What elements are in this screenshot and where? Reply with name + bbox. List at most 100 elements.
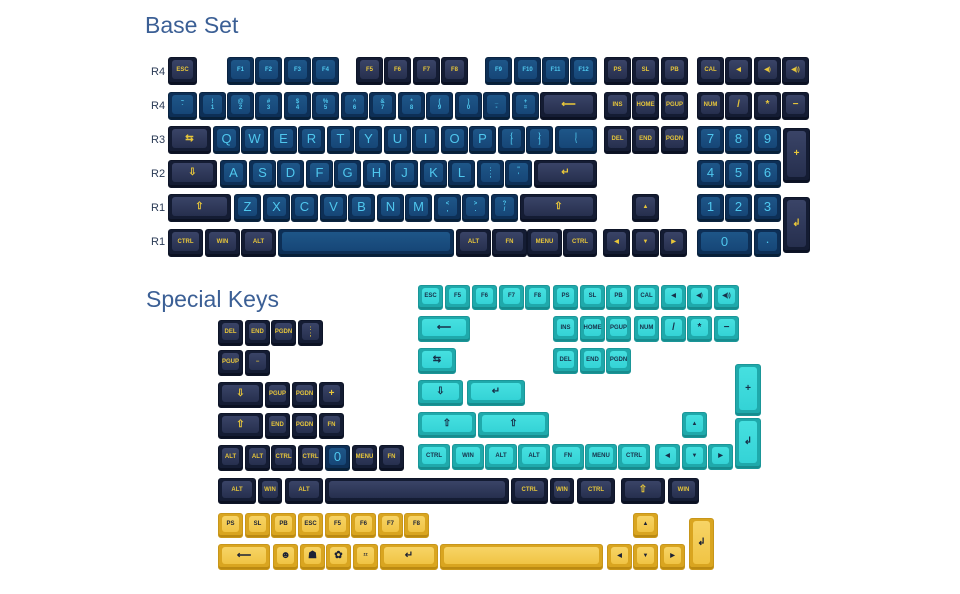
- key-vol-mute[interactable]: ◀: [725, 57, 752, 85]
- key-4[interactable]: $ 4: [284, 92, 311, 120]
- key-sp-minus[interactable]: −: [245, 350, 270, 376]
- key-pb[interactable]: PB: [661, 57, 688, 85]
- key-rshift[interactable]: ⇧: [520, 194, 597, 222]
- key-f9[interactable]: F9: [485, 57, 512, 85]
- key-ins[interactable]: INS: [604, 92, 631, 120]
- key-t-ps[interactable]: PS: [553, 285, 578, 310]
- key-t-vol-down[interactable]: ◀): [687, 285, 712, 310]
- key-t-ctrl2[interactable]: CTRL: [618, 444, 650, 470]
- key-sp-caps[interactable]: ⇩: [218, 382, 263, 408]
- key-sp-alt4[interactable]: ALT: [285, 478, 323, 504]
- key-t-del[interactable]: DEL: [553, 348, 578, 374]
- key-np1[interactable]: 1: [697, 194, 724, 222]
- key-sp-space[interactable]: [325, 478, 509, 504]
- key-t-tab[interactable]: ⇆: [418, 348, 456, 374]
- key-u[interactable]: U: [384, 126, 411, 154]
- key-sp-ctrl1[interactable]: CTRL: [271, 445, 296, 471]
- key-j[interactable]: J: [391, 160, 418, 188]
- key-y-f6[interactable]: F6: [351, 513, 376, 538]
- key-f11[interactable]: F11: [542, 57, 569, 85]
- key-pgup[interactable]: PGUP: [661, 92, 688, 120]
- key-sp-fn[interactable]: FN: [319, 413, 344, 439]
- key-sl[interactable]: SL: [632, 57, 659, 85]
- key-space[interactable]: [278, 229, 454, 257]
- key-sp-pgup2[interactable]: PGUP: [265, 382, 290, 408]
- key-sp-ctrl3[interactable]: CTRL: [511, 478, 548, 504]
- key-semicolon[interactable]: : ;: [477, 160, 504, 188]
- key-t-f5[interactable]: F5: [445, 285, 470, 310]
- key-y-np-enter[interactable]: ↲: [689, 518, 714, 570]
- key-9[interactable]: ( 9: [426, 92, 453, 120]
- key-x[interactable]: X: [263, 194, 290, 222]
- key-sp-win1[interactable]: WIN: [258, 478, 282, 504]
- key-d[interactable]: D: [277, 160, 304, 188]
- key-f3[interactable]: F3: [284, 57, 311, 85]
- key-minus[interactable]: _ -: [483, 92, 510, 120]
- key-f10[interactable]: F10: [514, 57, 541, 85]
- key-sp-ctrl2[interactable]: CTRL: [298, 445, 323, 471]
- key-equal[interactable]: + =: [512, 92, 539, 120]
- key-sp-pgdn2[interactable]: PGDN: [292, 382, 317, 408]
- key-t-caps[interactable]: ⇩: [418, 380, 463, 406]
- key-8[interactable]: * 8: [398, 92, 425, 120]
- key-sp-del[interactable]: DEL: [218, 320, 243, 346]
- key-sp-shift[interactable]: ⇧: [218, 413, 263, 439]
- key-y-right[interactable]: ▶: [660, 544, 685, 570]
- key-num[interactable]: NUM: [697, 92, 724, 120]
- key-sp-menu[interactable]: MENU: [352, 445, 377, 471]
- key-k[interactable]: K: [420, 160, 447, 188]
- key-t-sl[interactable]: SL: [580, 285, 605, 310]
- key-period[interactable]: > .: [462, 194, 489, 222]
- key-c[interactable]: C: [291, 194, 318, 222]
- key-y-backspace[interactable]: ⟵: [218, 544, 270, 570]
- key-y-space[interactable]: [440, 544, 603, 570]
- key-np-dot[interactable]: ·: [754, 229, 781, 257]
- key-y-down[interactable]: ▼: [633, 544, 658, 570]
- key-h[interactable]: H: [363, 160, 390, 188]
- key-np8[interactable]: 8: [725, 126, 752, 154]
- key-t-lshift[interactable]: ⇧: [418, 412, 476, 438]
- key-caps[interactable]: ⇩: [168, 160, 217, 188]
- key-sp-pgdn[interactable]: PGDN: [271, 320, 296, 346]
- key-f[interactable]: F: [306, 160, 333, 188]
- key-sp-alt1[interactable]: ALT: [218, 445, 243, 471]
- key-t-num[interactable]: NUM: [634, 316, 659, 342]
- key-t-backspace[interactable]: ⟵: [418, 316, 470, 342]
- key-t-alt2[interactable]: ALT: [518, 444, 550, 470]
- key-lbracket[interactable]: { [: [498, 126, 525, 154]
- key-f5[interactable]: F5: [356, 57, 383, 85]
- key-f8[interactable]: F8: [441, 57, 468, 85]
- key-0[interactable]: ) 0: [455, 92, 482, 120]
- key-y-icon2[interactable]: ☗: [300, 544, 325, 570]
- key-6[interactable]: ^ 6: [341, 92, 368, 120]
- key-t-f8[interactable]: F8: [525, 285, 550, 310]
- key-home[interactable]: HOME: [632, 92, 659, 120]
- key-t-enter[interactable]: ↵: [467, 380, 525, 406]
- key-s[interactable]: S: [249, 160, 276, 188]
- key-np0[interactable]: 0: [697, 229, 752, 257]
- key-y-icon3[interactable]: ✿: [326, 544, 351, 570]
- key-y-up[interactable]: ▲: [633, 513, 658, 538]
- key-sp-alt2[interactable]: ALT: [245, 445, 270, 471]
- key-vol-up[interactable]: ◀)): [782, 57, 809, 85]
- key-t-pgup[interactable]: PGUP: [606, 316, 631, 342]
- key-t-slash[interactable]: /: [661, 316, 686, 342]
- key-t-up[interactable]: ▲: [682, 412, 707, 438]
- key-5[interactable]: % 5: [312, 92, 339, 120]
- key-sp-ctrl4[interactable]: CTRL: [577, 478, 615, 504]
- key-ralt[interactable]: ALT: [456, 229, 491, 257]
- key-sp-end[interactable]: END: [245, 320, 270, 346]
- key-t-rshift[interactable]: ⇧: [478, 412, 549, 438]
- key-2[interactable]: @ 2: [227, 92, 254, 120]
- key-y-f7[interactable]: F7: [378, 513, 403, 538]
- key-down[interactable]: ▼: [632, 229, 659, 257]
- key-esc[interactable]: ESC: [168, 57, 197, 85]
- key-l[interactable]: L: [448, 160, 475, 188]
- key-7[interactable]: & 7: [369, 92, 396, 120]
- key-i[interactable]: I: [412, 126, 439, 154]
- key-np9[interactable]: 9: [754, 126, 781, 154]
- key-np-slash[interactable]: /: [725, 92, 752, 120]
- key-sp-plus[interactable]: +: [319, 382, 344, 408]
- key-right[interactable]: ▶: [660, 229, 687, 257]
- key-q[interactable]: Q: [213, 126, 240, 154]
